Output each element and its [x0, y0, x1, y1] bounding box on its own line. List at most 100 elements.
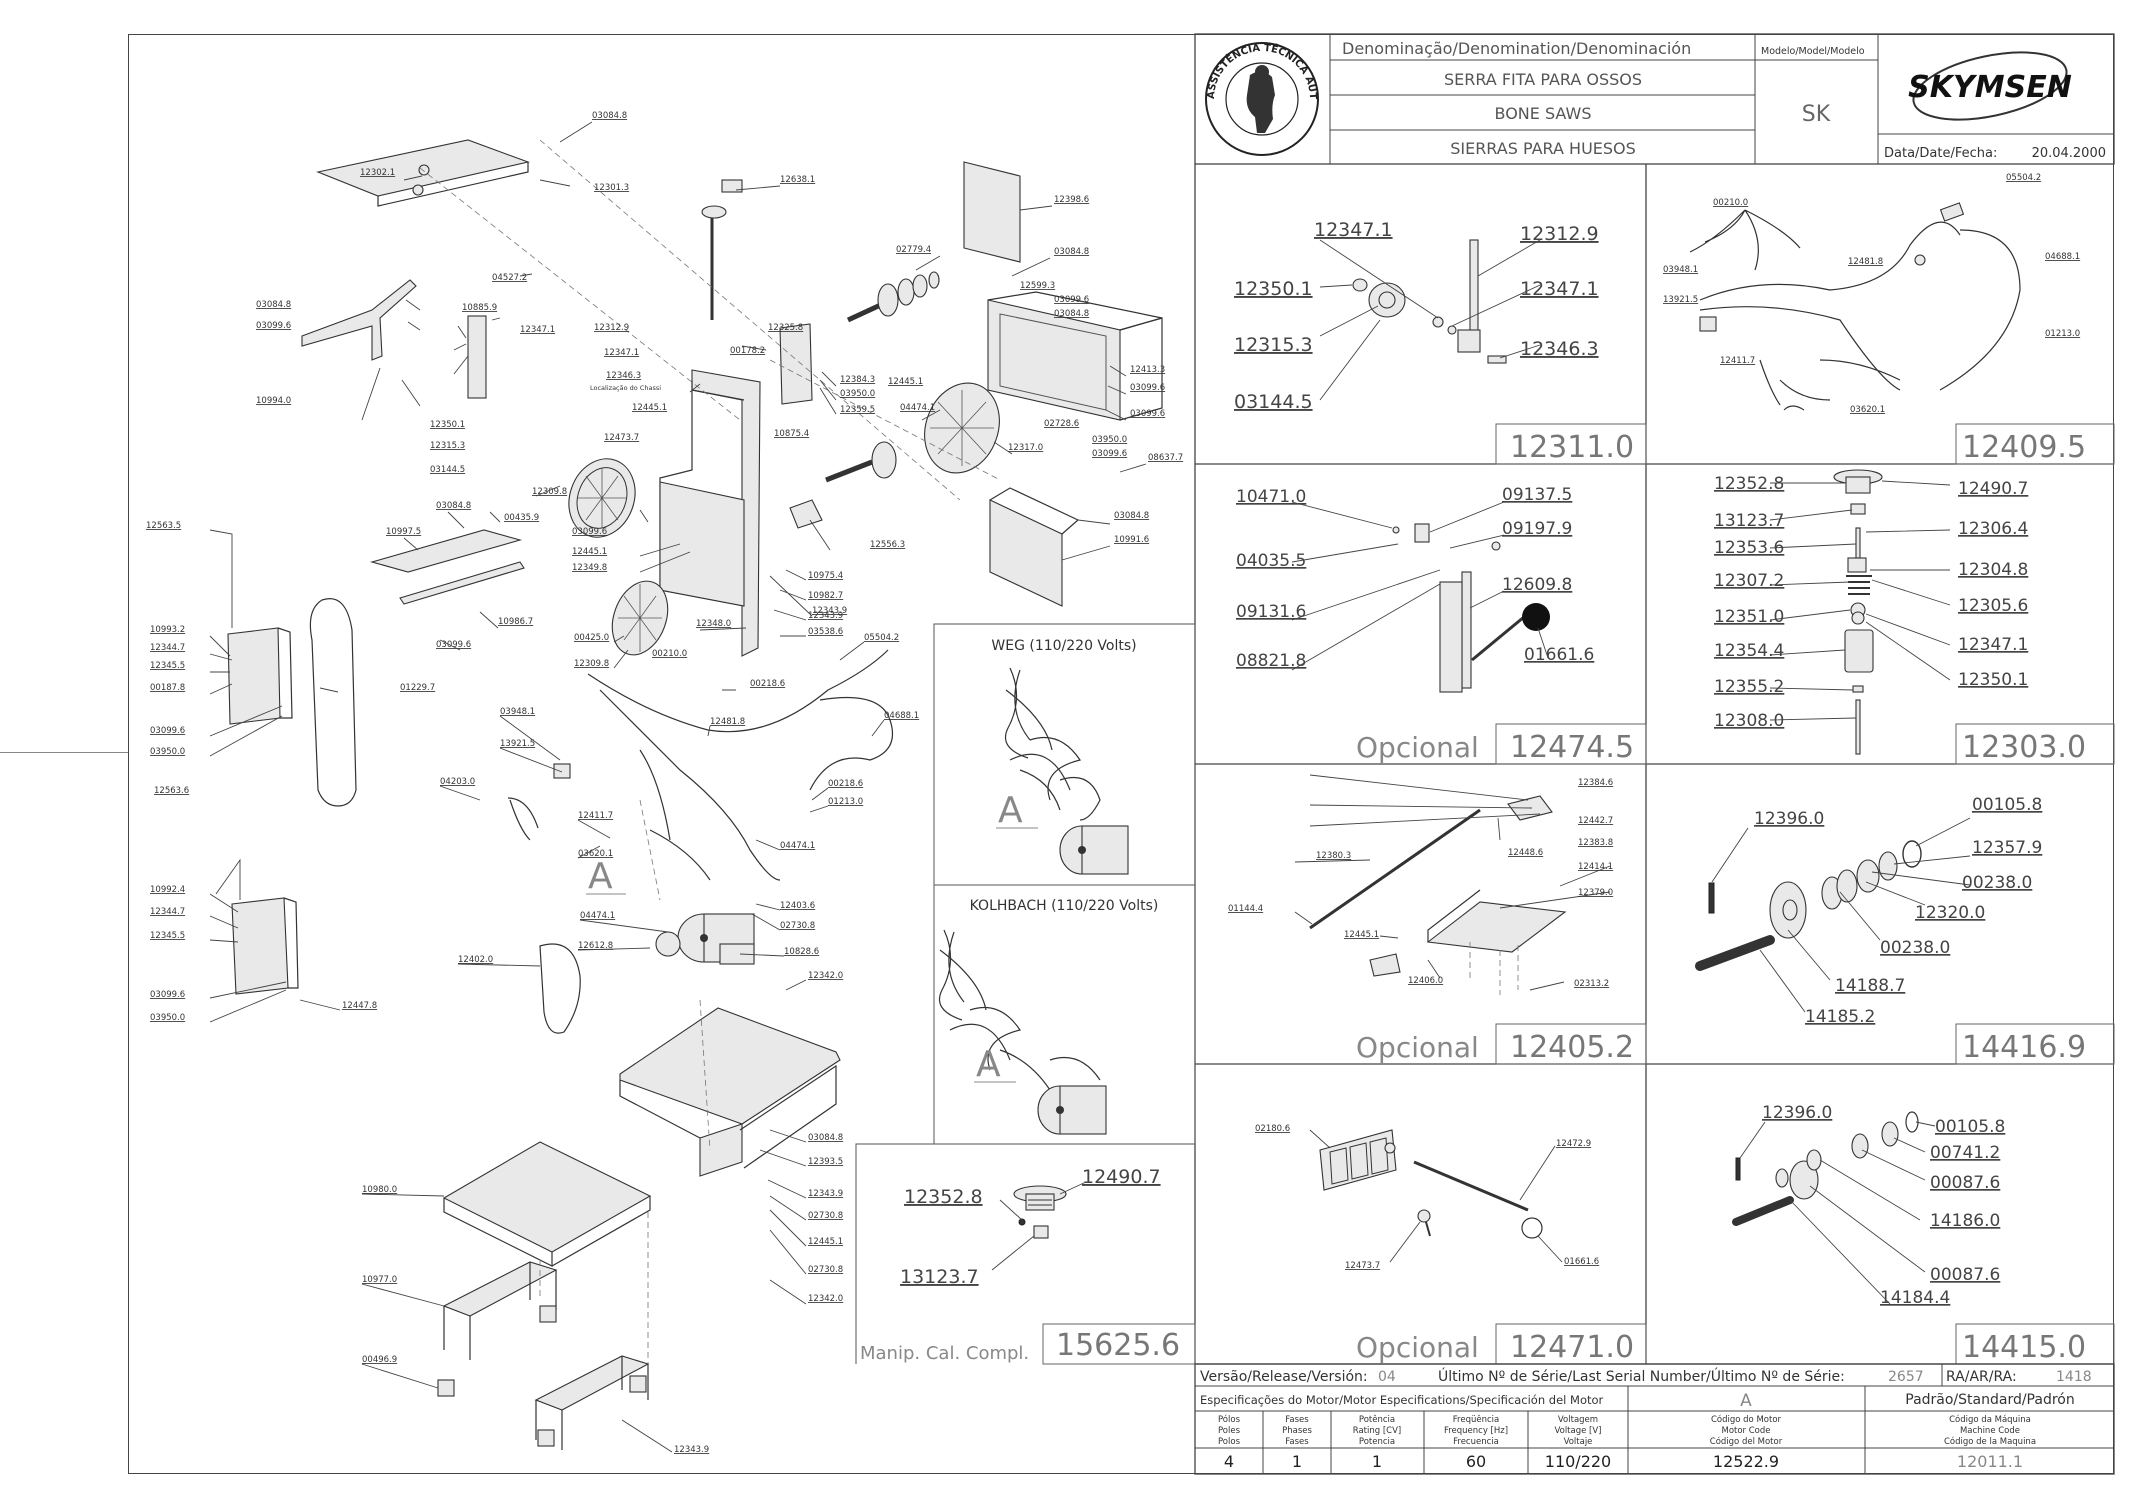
panel-12474: 10471.0 09137.5 09197.9 04035.5 12609.8 … [1236, 485, 1634, 765]
svg-text:12350.1: 12350.1 [430, 420, 465, 430]
name-pt: SERRA FITA PARA OSSOS [1444, 70, 1642, 89]
footer-values: 4 1 1 60 110/220 12522.9 12011.1 [1224, 1452, 2023, 1471]
svg-text:12445.1: 12445.1 [888, 377, 923, 387]
svg-text:00178.2: 00178.2 [730, 346, 765, 356]
p12474-lbl-6: 09131.6 [1236, 602, 1306, 622]
model-header: Modelo/Model/Modelo [1761, 46, 1865, 57]
svg-text:Localização do Chassi: Localização do Chassi [590, 384, 661, 392]
p12303-lbl-2: 12490.7 [1958, 479, 2028, 499]
svg-text:03084.8: 03084.8 [436, 501, 471, 511]
svg-text:Frequency [Hz]: Frequency [Hz] [1444, 1426, 1508, 1436]
p12311-code: 12311.0 [1510, 430, 1634, 465]
p15625-caption: Manip. Cal. Compl. [860, 1343, 1029, 1364]
svg-text:60: 60 [1466, 1452, 1486, 1471]
svg-text:Voltage [V]: Voltage [V] [1554, 1426, 1601, 1436]
svg-text:03099.6: 03099.6 [1054, 295, 1089, 305]
p12303-lbl-5: 12353.6 [1714, 538, 1784, 558]
svg-text:04474.1: 04474.1 [780, 841, 815, 851]
svg-text:03620.1: 03620.1 [578, 849, 613, 859]
p12471-lbl-4: 01661.6 [1564, 1257, 1599, 1267]
svg-text:12317.0: 12317.0 [1008, 443, 1043, 453]
p12303-lbl-14: 12308.0 [1714, 711, 1784, 731]
p12409-lbl-4: 04688.1 [2045, 252, 2080, 262]
svg-text:Freqüência: Freqüência [1453, 1414, 1499, 1425]
p12405-lbl-10: 12406.0 [1408, 976, 1443, 986]
p12474-optional: Opcional [1356, 731, 1479, 764]
svg-text:12315.3: 12315.3 [430, 441, 465, 451]
p12474-code: 12474.5 [1510, 730, 1634, 765]
svg-text:03099.6: 03099.6 [150, 990, 185, 1000]
p12471-lbl-2: 12472.9 [1556, 1139, 1591, 1149]
version-label: Versão/Release/Versión: [1200, 1369, 1368, 1385]
svg-text:Pólos: Pólos [1218, 1414, 1241, 1425]
main-leaders [209, 121, 1147, 1453]
main-letter: A [588, 856, 613, 897]
svg-text:01229.7: 01229.7 [400, 683, 435, 693]
svg-text:03099.6: 03099.6 [150, 726, 185, 736]
svg-text:12599.3: 12599.3 [1020, 281, 1055, 291]
ra-value: 1418 [2056, 1369, 2092, 1385]
p14415-lbl-4: 00087.6 [1930, 1173, 2000, 1193]
svg-text:00425.0: 00425.0 [574, 633, 609, 643]
kolhbach-title: KOLHBACH (110/220 Volts) [970, 898, 1159, 914]
serial-value: 2657 [1888, 1369, 1924, 1385]
svg-text:12447.8: 12447.8 [342, 1001, 377, 1011]
p15625-lbl-1: 12352.8 [904, 1186, 983, 1208]
p12311-lbl-5: 12315.3 [1234, 334, 1313, 356]
p12409-lbl-2: 00210.0 [1713, 198, 1748, 208]
svg-text:10994.0: 10994.0 [256, 396, 291, 406]
p14415-lbl-3: 00741.2 [1930, 1143, 2000, 1163]
p12405-lbl-1: 12384.6 [1578, 778, 1613, 788]
p12474-lbl-8: 08821.8 [1236, 651, 1306, 671]
svg-text:10875.4: 10875.4 [774, 429, 809, 439]
svg-text:Machine Code: Machine Code [1960, 1426, 2020, 1436]
svg-text:10828.6: 10828.6 [784, 947, 819, 957]
svg-text:Potencia: Potencia [1359, 1437, 1395, 1447]
p12303-lbl-13: 12355.2 [1714, 677, 1784, 697]
svg-text:1: 1 [1292, 1452, 1302, 1471]
svg-text:Código da Máquina: Código da Máquina [1949, 1414, 2031, 1425]
svg-text:02730.8: 02730.8 [808, 1211, 843, 1221]
kolhbach-panel: KOLHBACH (110/220 Volts) A [938, 898, 1159, 1135]
svg-text:10986.7: 10986.7 [498, 617, 533, 627]
main-labels: 03084.8 12302.1 12301.3 12638.1 12398.6 … [146, 111, 1183, 1455]
p12405-code: 12405.2 [1510, 1030, 1634, 1065]
svg-text:Poles: Poles [1218, 1426, 1241, 1436]
svg-text:12343.9: 12343.9 [812, 606, 847, 616]
svg-text:12411.7: 12411.7 [578, 811, 613, 821]
p12405-lbl-8: 01144.4 [1228, 904, 1263, 914]
version-value: 04 [1378, 1369, 1396, 1385]
svg-text:10885.9: 10885.9 [462, 303, 497, 313]
svg-text:03084.8: 03084.8 [1054, 309, 1089, 319]
p12409-lbl-6: 13921.5 [1663, 295, 1698, 305]
p14416-lbl-4: 00238.0 [1962, 873, 2032, 893]
svg-text:02779.4: 02779.4 [896, 245, 931, 255]
p12409-lbl-5: 03948.1 [1663, 265, 1698, 275]
p12471-optional: Opcional [1356, 1331, 1479, 1364]
svg-text:10980.0: 10980.0 [362, 1185, 397, 1195]
p12303-lbl-4: 12306.4 [1958, 519, 2028, 539]
svg-text:1: 1 [1372, 1452, 1382, 1471]
p12311-lbl-3: 12350.1 [1234, 278, 1313, 300]
footer-table: Versão/Release/Versión: 04 Último Nº de … [1194, 1363, 2115, 1475]
p12303-lbl-6: 12304.8 [1958, 560, 2028, 580]
p12405-lbl-11: 02313.2 [1574, 979, 1609, 989]
svg-text:12522.9: 12522.9 [1713, 1452, 1779, 1471]
p14416-lbl-3: 12357.9 [1972, 838, 2042, 858]
svg-text:Código do Motor: Código do Motor [1711, 1414, 1782, 1425]
p14415-lbl-1: 12396.0 [1762, 1103, 1832, 1123]
p15625-lbl-2: 12490.7 [1082, 1166, 1161, 1188]
svg-text:4: 4 [1224, 1452, 1234, 1471]
panel-12409: 05504.2 00210.0 12481.8 04688.1 03948.1 … [1663, 173, 2086, 465]
p14416-lbl-7: 14188.7 [1835, 976, 1905, 996]
title-block: ASSISTÊNCIA TÉCNICA AUTORIZADA Denominaç… [0, 0, 2115, 165]
p14415-lbl-6: 00087.6 [1930, 1265, 2000, 1285]
motor-spec-label: Especificações do Motor/Motor Especifica… [1200, 1393, 1604, 1407]
seal-logo: ASSISTÊNCIA TÉCNICA AUTORIZADA [0, 0, 1319, 156]
footer-headers: Pólos Poles Polos Fases Phases Fases Pot… [1218, 1414, 2036, 1447]
svg-text:03099.6: 03099.6 [1130, 409, 1165, 419]
svg-text:ASSISTÊNCIA TÉCNICA AUTORIZADA: ASSISTÊNCIA TÉCNICA AUTORIZADA [0, 0, 1318, 100]
svg-text:10991.6: 10991.6 [1114, 535, 1149, 545]
p12303-lbl-10: 12347.1 [1958, 635, 2028, 655]
